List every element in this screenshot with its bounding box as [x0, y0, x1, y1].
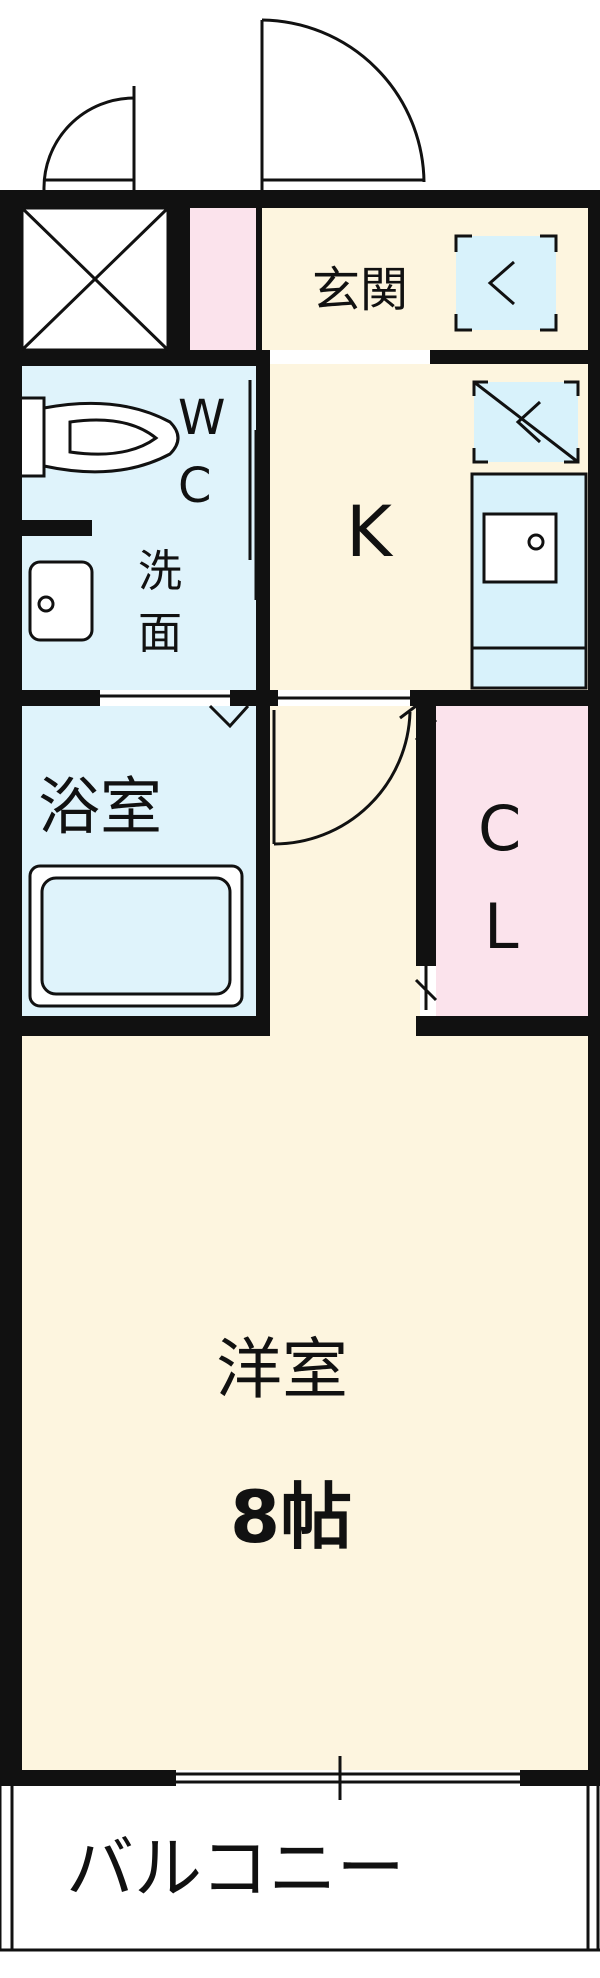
storage-box-x [20, 206, 170, 352]
balcony-window [176, 1756, 520, 1800]
genkan-shoebox-icon [454, 234, 558, 332]
bath-door-mark [100, 694, 250, 729]
balcony-floor [22, 1786, 592, 1948]
balcony-railing [0, 1786, 600, 1952]
washbasin-icon [28, 560, 94, 642]
hall-floor [270, 706, 420, 1036]
western-room-size: 8帖 [230, 1475, 352, 1559]
closet-floor [436, 706, 592, 1016]
entry-door-left [42, 86, 136, 191]
hall-door [272, 696, 417, 846]
kitchen-label: K [346, 491, 394, 573]
balcony-label: バルコニー [66, 1830, 405, 1909]
kitchen-sink-icon [470, 472, 588, 690]
kitchen-upper-cabinet-icon [472, 380, 580, 464]
closet-doors [414, 718, 438, 1010]
closet-label-c: C [478, 792, 521, 865]
senmen-label-1: 洗 [138, 546, 182, 597]
senmen-label-2: 面 [138, 608, 182, 659]
shoe-area [190, 208, 262, 350]
western-room-floor [22, 1036, 592, 1770]
bathtub-icon [28, 864, 244, 1008]
toilet-icon [22, 396, 180, 478]
entry-door-right [260, 18, 426, 190]
bath-label: 浴室 [38, 770, 162, 843]
wc-label-w: W [178, 390, 225, 446]
wc-label-c: C [178, 458, 212, 514]
closet-label-l: L [484, 890, 519, 963]
western-room-label: 洋室 [216, 1331, 348, 1408]
senmen-sliding-door [248, 380, 258, 600]
genkan-label: 玄関 [312, 262, 408, 318]
walls [0, 190, 600, 1786]
